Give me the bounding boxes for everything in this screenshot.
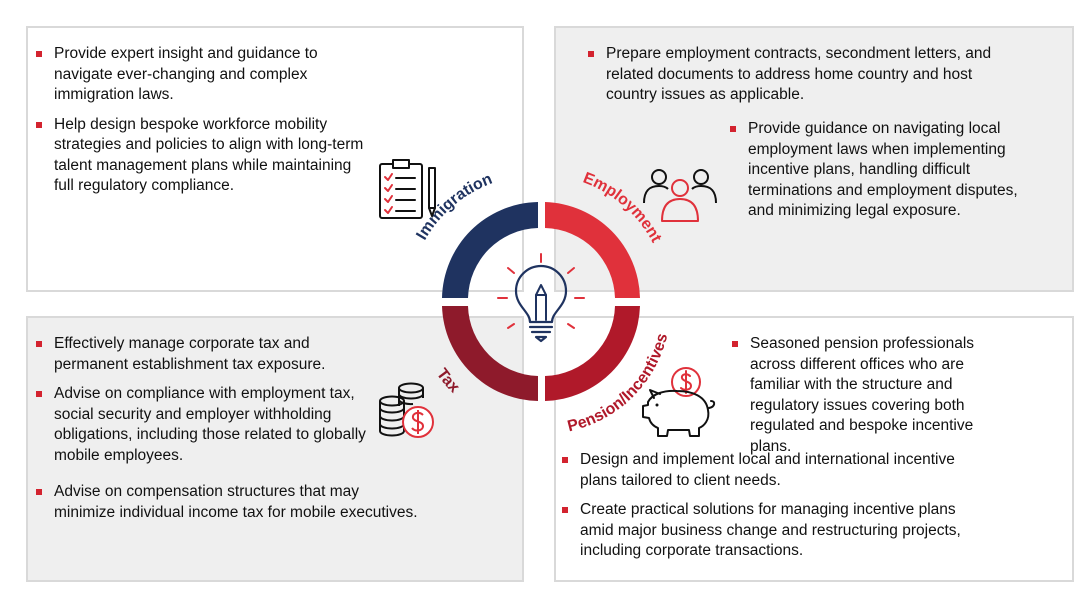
ring-quadrant-immigration <box>442 202 538 298</box>
immigration-panel <box>26 26 524 292</box>
bullet-marker <box>732 341 738 347</box>
immigration-bullet: Help design bespoke workforce mobility s… <box>34 115 364 197</box>
bullet-marker <box>730 126 736 132</box>
bullet-text: Design and implement local and internati… <box>580 451 955 489</box>
bullet-text: Provide expert insight and guidance to n… <box>54 45 318 103</box>
lightbulb-pencil-icon <box>497 253 585 343</box>
ring-quadrant-employment <box>545 202 640 298</box>
bullet-marker <box>36 121 42 128</box>
employment-panel <box>554 26 1074 292</box>
tax-bullet: Advise on compliance with employment tax… <box>34 384 379 466</box>
bullet-text: Advise on compensation structures that m… <box>54 483 418 521</box>
bullet-text: Seasoned pension professionals across di… <box>750 335 975 455</box>
immigration-bullet: Provide expert insight and guidance to n… <box>34 44 364 106</box>
ring-quadrant-tax <box>442 306 538 401</box>
coins-dollar-icon <box>379 382 434 438</box>
bullet-marker <box>36 391 42 397</box>
employment-bullet-list-bottom: Provide guidance on navigating local emp… <box>728 119 1028 231</box>
bullet-text: Effectively manage corporate tax and per… <box>54 335 326 373</box>
ring-quadrant-pension <box>545 306 640 401</box>
tax-bullet-list-top: Effectively manage corporate tax and per… <box>34 334 379 475</box>
tax-label: Tax <box>433 366 463 397</box>
bullet-marker <box>562 457 568 463</box>
tax-bullet: Effectively manage corporate tax and per… <box>34 334 379 375</box>
bullet-text: Prepare employment contracts, secondment… <box>606 45 992 103</box>
people-group-icon <box>643 169 717 222</box>
tax-bullet: Advise on compensation structures that m… <box>34 482 424 523</box>
pension-bullet-list-bottom: Design and implement local and internati… <box>560 450 990 571</box>
bullet-text: Help design bespoke workforce mobility s… <box>54 115 364 195</box>
tax-panel <box>26 316 524 582</box>
employment-bullet: Prepare employment contracts, secondment… <box>586 44 1026 106</box>
employment-bullet: Provide guidance on navigating local emp… <box>728 119 1028 222</box>
immigration-bullet-list: Provide expert insight and guidance to n… <box>34 44 364 206</box>
employment-bullet-list-top: Prepare employment contracts, secondment… <box>586 44 1026 115</box>
pension-bullet-list-top: Seasoned pension professionals across di… <box>730 334 1012 466</box>
piggy-bank-dollar-icon <box>642 367 716 437</box>
bullet-marker <box>588 51 594 57</box>
bullet-text: Provide guidance on navigating local emp… <box>748 120 1018 219</box>
bullet-marker <box>36 341 42 347</box>
pension-bullet: Seasoned pension professionals across di… <box>730 334 1012 457</box>
pension-bullet: Create practical solutions for managing … <box>560 500 990 562</box>
bullet-text: Create practical solutions for managing … <box>580 501 961 559</box>
clipboard-checklist-icon <box>379 159 436 219</box>
bullet-marker <box>36 51 42 57</box>
tax-bullet-list-bottom: Advise on compensation structures that m… <box>34 482 424 532</box>
bullet-marker <box>562 507 568 513</box>
pension-panel <box>554 316 1074 582</box>
bullet-marker <box>36 489 42 495</box>
bullet-text: Advise on compliance with employment tax… <box>54 385 366 464</box>
pension-bullet: Design and implement local and internati… <box>560 450 990 491</box>
